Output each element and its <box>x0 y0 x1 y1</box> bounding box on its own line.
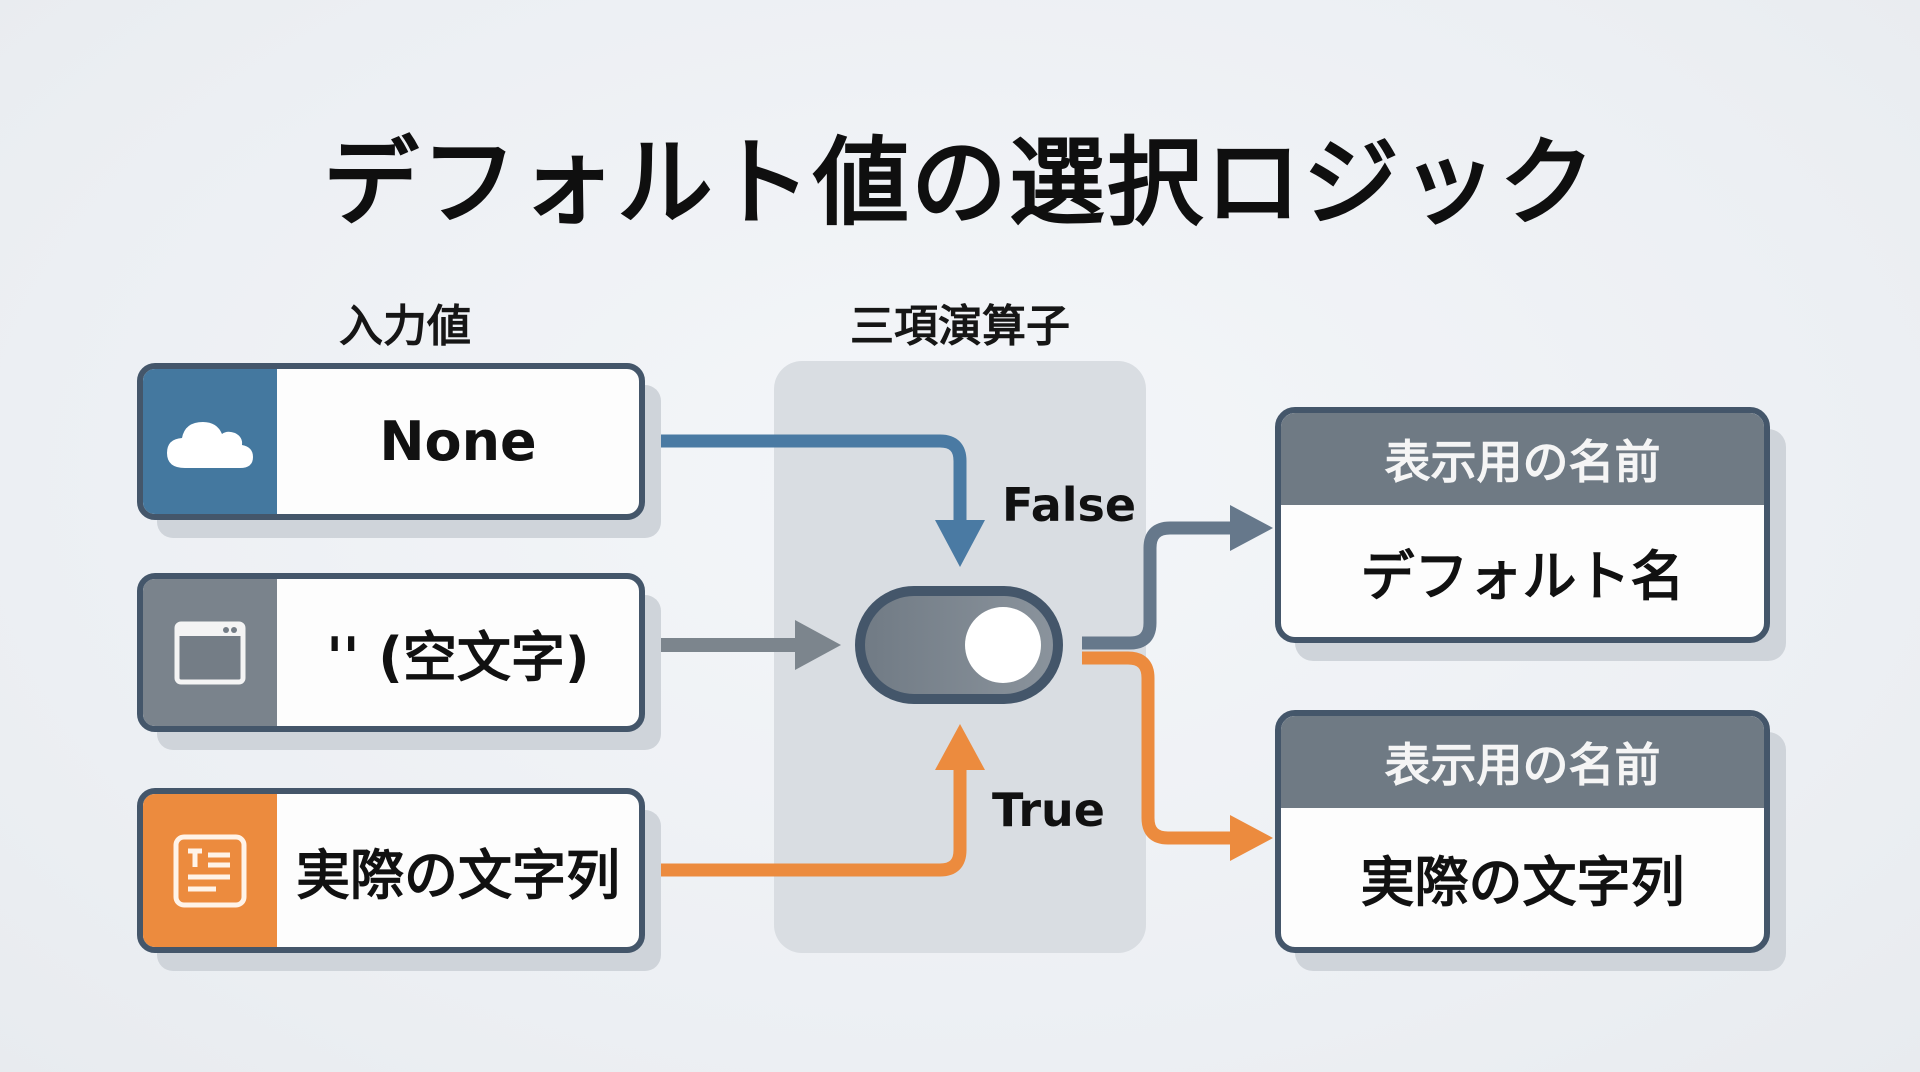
page-title: デフォルト値の選択ロジック <box>323 127 1597 239</box>
text-document-icon <box>173 834 247 907</box>
inputs-heading: 入力値 <box>339 301 471 352</box>
true-label: True <box>992 783 1105 837</box>
output-default-value: デフォルト名 <box>1360 544 1685 608</box>
output-actual-value: 実際の文字列 <box>1360 851 1685 914</box>
input-none-label: None <box>379 410 537 473</box>
input-empty-label: '' (空文字) <box>326 626 590 689</box>
input-empty-string-box: '' (空文字) <box>137 573 645 732</box>
cloud-icon <box>167 421 253 468</box>
input-none-icon-panel <box>143 369 277 514</box>
input-actual-label: 実際の文字列 <box>296 844 620 907</box>
output-actual-header: 表示用の名前 <box>1281 716 1764 808</box>
input-empty-icon-panel <box>143 579 277 726</box>
false-output-arrowhead <box>1230 505 1273 551</box>
toggle-switch-icon <box>855 586 1063 704</box>
true-output-arrowhead <box>1230 815 1273 861</box>
output-default-box: 表示用の名前 デフォルト名 <box>1275 407 1770 643</box>
output-actual-box: 表示用の名前 実際の文字列 <box>1275 710 1770 953</box>
false-label: False <box>1002 478 1137 532</box>
input-actual-icon-panel <box>143 794 277 947</box>
toggle-knob <box>965 607 1041 683</box>
input-none-box: None <box>137 363 645 520</box>
input-actual-string-box: 実際の文字列 <box>137 788 645 953</box>
operator-heading: 三項演算子 <box>850 301 1070 352</box>
output-default-header: 表示用の名前 <box>1281 413 1764 505</box>
window-icon <box>174 621 246 684</box>
